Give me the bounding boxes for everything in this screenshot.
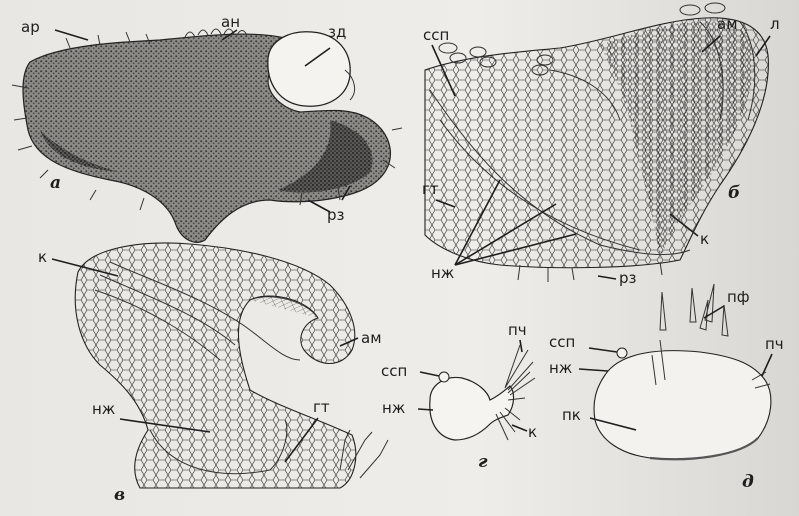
label-a-zd: зд xyxy=(328,23,346,41)
label-b-ssp: ссп xyxy=(423,26,449,44)
label-a-an: ан xyxy=(221,13,240,31)
panel-d-drawing xyxy=(594,284,771,459)
label-v-k: к xyxy=(38,248,47,266)
label-d-pk: пк xyxy=(562,406,581,424)
label-g-nzh: нж xyxy=(382,399,405,417)
label-d-pch: пч xyxy=(765,335,784,353)
leader-a-ar xyxy=(55,30,88,40)
label-b-l: л xyxy=(770,15,780,33)
label-b-nzh: нж xyxy=(431,264,454,282)
label-a-rz: рз xyxy=(327,206,345,224)
label-b-am: ам xyxy=(717,15,738,33)
label-b-k: к xyxy=(700,230,709,248)
leader-d-ssp xyxy=(589,348,617,352)
label-g-ssp: ссп xyxy=(381,362,407,380)
label-d-ssp: ссп xyxy=(549,333,575,351)
leader-b-rz xyxy=(598,276,616,279)
leader-g-ssp xyxy=(420,372,439,376)
panel-letter-g: г xyxy=(478,452,488,472)
panel-v-drawing xyxy=(75,243,388,488)
label-d-pf: пф xyxy=(727,288,750,306)
label-v-nzh: нж xyxy=(92,400,115,418)
label-v-am: ам xyxy=(361,329,382,347)
panel-letter-a: а xyxy=(50,173,61,193)
leader-d-nzh xyxy=(579,369,608,371)
label-b-rz: рз xyxy=(619,269,637,287)
panel-b-drawing xyxy=(425,3,768,282)
leader-g-pch xyxy=(520,340,522,352)
label-a-ar: ар xyxy=(21,18,40,36)
leader-g-k xyxy=(512,425,527,431)
label-g-pch: пч xyxy=(508,321,527,339)
panel-letter-b: б xyxy=(728,183,740,203)
panel-g-drawing xyxy=(430,345,535,440)
label-v-gt: гт xyxy=(313,398,330,416)
panel-letter-v: в xyxy=(114,485,125,505)
label-d-nzh: нж xyxy=(549,359,572,377)
panel-letter-d: д xyxy=(742,472,754,492)
label-g-k: к xyxy=(528,423,537,441)
leader-d-pch xyxy=(762,354,772,376)
leader-g-nzh xyxy=(418,409,433,410)
label-b-gt: гт xyxy=(422,180,439,198)
